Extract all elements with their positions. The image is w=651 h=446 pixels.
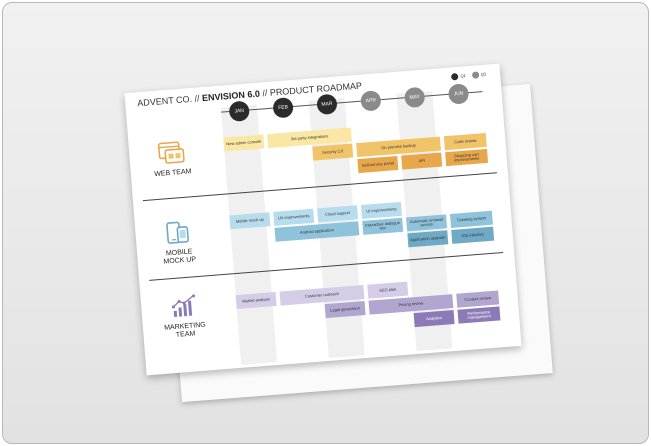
- task-shopping-cart: Shopping cart improvements: [445, 148, 489, 167]
- task-seo-plan: SEO plan: [367, 281, 409, 299]
- task-ux-improvements: UX improvements: [273, 208, 315, 226]
- task-content-review: Content review: [456, 290, 500, 308]
- company-name: ADVENT CO.: [136, 93, 193, 109]
- web-window-icon: [157, 141, 185, 164]
- task-interactive-dialogue-box: Interactive dialogue box: [362, 217, 404, 235]
- task-performance-management: Performance management: [457, 306, 501, 324]
- title-separator: //: [194, 93, 200, 104]
- mobile-devices-icon: [166, 221, 189, 244]
- q2-dot-icon: [471, 71, 480, 79]
- task-ticketing-system: Ticketing system: [449, 210, 493, 228]
- task-code-review: Code review: [443, 132, 487, 151]
- q1-dot-icon: [451, 72, 459, 81]
- roadmap-subtitle: PRODUCT ROADMAP: [269, 80, 363, 98]
- marketing-team-label: MARKETING TEAM: [163, 321, 207, 339]
- legend-item-q2: Q2: [471, 71, 487, 79]
- product-name: ENVISION 6.0: [201, 88, 261, 104]
- web-team-label: WEB TEAM: [154, 168, 192, 179]
- task-ios-initiative: iOS initiative: [451, 226, 495, 244]
- legend-item-q1: Q1: [451, 72, 466, 81]
- title-separator: //: [261, 87, 268, 99]
- month-jun: JUN: [447, 83, 470, 105]
- mobile-team-label: MOBILE MOCK UP: [163, 248, 197, 266]
- quarter-legend: Q1 Q2: [451, 71, 486, 81]
- month-feb: FEB: [272, 97, 294, 119]
- month-apr: APR: [360, 90, 382, 112]
- roadmap-page: ADVENT CO. // ENVISION 6.0 // PRODUCT RO…: [124, 63, 522, 376]
- task-self-service-portal: Self-service portal: [357, 155, 399, 174]
- growth-chart-icon: [171, 294, 196, 317]
- task-ui-improvements: UI improvements: [360, 201, 402, 219]
